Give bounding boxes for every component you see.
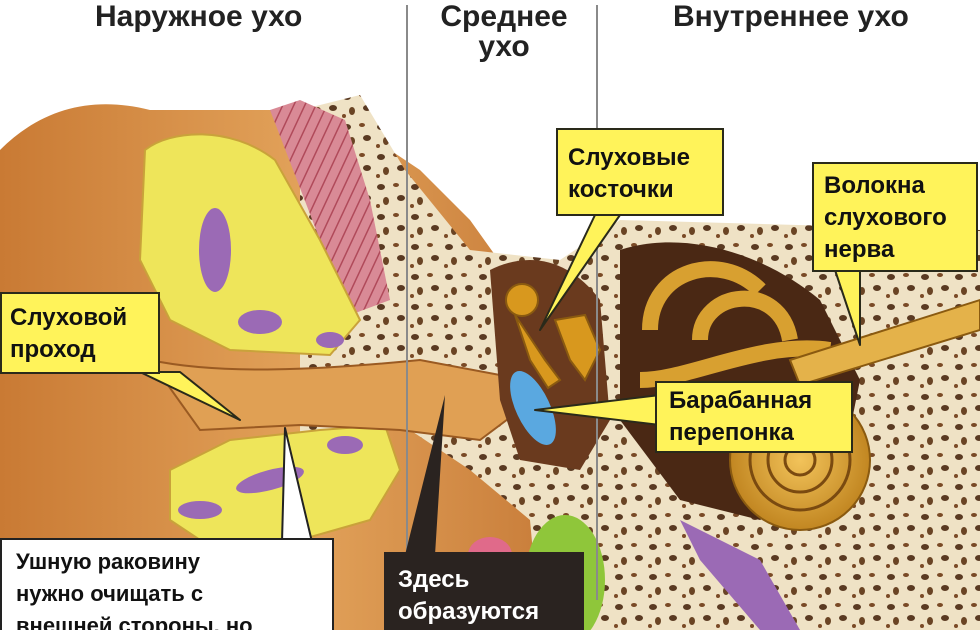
label-ear-canal: Слуховой проход [0,292,160,374]
heading-middle-ear-line1: Среднее [430,2,578,32]
heading-inner-ear: Внутреннее ухо [673,2,909,32]
label-ossicles: Слуховые косточки [556,128,724,216]
purple-tissue-5 [327,436,363,454]
heading-middle-ear-line2: ухо [430,32,578,62]
note-auricle-cleaning: Ушную раковину нужно очищать с внешней с… [0,538,334,630]
note-wax-formation: Здесь образуются [384,552,584,630]
purple-tissue-3 [316,332,344,348]
heading-middle-ear: Среднее ухо [430,2,578,62]
purple-tissue-2 [238,310,282,334]
purple-tissue-6 [178,501,222,519]
label-nerve-fibers: Волокна слухового нерва [812,162,978,272]
label-eardrum: Барабанная перепонка [655,381,853,453]
purple-tissue-1 [199,208,231,292]
heading-outer-ear: Наружное ухо [95,2,302,32]
